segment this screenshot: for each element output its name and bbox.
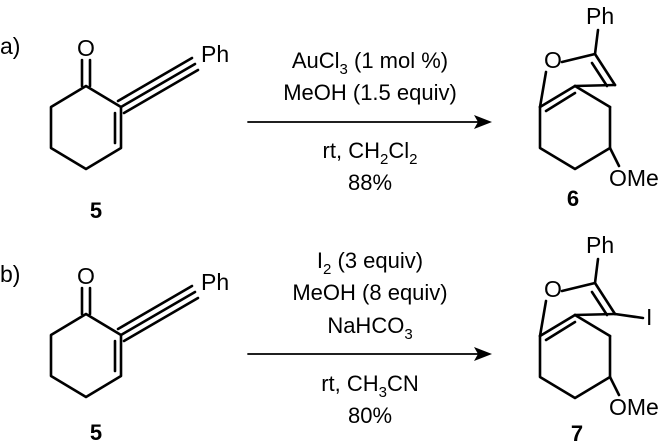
methoxy-bond bbox=[608, 375, 621, 397]
alkyne-phenyl-label: Ph bbox=[201, 41, 229, 67]
condition-solvent-temperature: rt, CH3​CN bbox=[321, 371, 419, 401]
alkyne-phenyl-label: Ph bbox=[201, 269, 229, 295]
condition-catalyst: AuCl3​ (1 mol %) bbox=[292, 48, 448, 78]
reactant-a: O Ph 5 bbox=[49, 35, 229, 223]
product-phenyl-label: Ph bbox=[586, 232, 614, 258]
panel-a-label: a) bbox=[0, 33, 20, 59]
tetrahydro-ring-bonds bbox=[538, 105, 612, 171]
condition-base: NaHCO3​ bbox=[327, 313, 412, 343]
condition-nucleophile: MeOH (1.5 equiv) bbox=[283, 80, 457, 105]
reactant-b: O Ph 5 bbox=[49, 263, 229, 445]
iodine-label: I bbox=[646, 304, 652, 330]
iodo-bond bbox=[613, 312, 645, 320]
bond-c3a-c4 bbox=[573, 313, 612, 338]
condition-yield: 88% bbox=[348, 170, 392, 195]
furan-double-bond-c2-c3 bbox=[593, 52, 617, 87]
furan-double-bond-c2-c3 bbox=[593, 281, 617, 316]
reaction-arrow-a bbox=[247, 115, 492, 129]
methoxy-label: OMe bbox=[609, 394, 659, 420]
furan-bond-c7a-o bbox=[538, 70, 548, 109]
condition-reagent: I2​ (3 equiv) bbox=[317, 248, 423, 278]
tetrahydro-ring-bonds bbox=[538, 334, 612, 400]
alkyne-triple-bond-2 bbox=[122, 68, 200, 115]
cyclohexenone-ring-bonds bbox=[49, 312, 123, 399]
compound-number-5: 5 bbox=[90, 198, 102, 223]
aryl-bond bbox=[593, 28, 600, 56]
furan-oxygen-label: O bbox=[544, 276, 562, 302]
reaction-arrow-b bbox=[247, 347, 492, 361]
furan-bond-c3-c3a bbox=[573, 312, 617, 317]
panel-a: a) O Ph 5 AuCl3​ (1 mol %) MeOH (1.5 equ… bbox=[0, 3, 659, 223]
product-b: O Ph I OMe 7 bbox=[538, 232, 659, 446]
condition-yield: 80% bbox=[348, 403, 392, 428]
condition-nucleophile: MeOH (8 equiv) bbox=[292, 280, 447, 305]
furan-double-bond-c2-c3-inner bbox=[590, 290, 609, 317]
methoxy-label: OMe bbox=[609, 165, 659, 191]
condition-solvent-temperature: rt, CH2​Cl2​ bbox=[323, 138, 418, 168]
bond-c3a-c4 bbox=[573, 84, 612, 109]
furan-bond-o-c2 bbox=[560, 281, 597, 293]
compound-number-6: 6 bbox=[567, 186, 579, 211]
furan-bond-o-c2 bbox=[560, 52, 597, 64]
carbonyl-oxygen-label: O bbox=[77, 35, 95, 61]
fused-double-bond-inner bbox=[544, 91, 577, 113]
carbonyl-oxygen-label: O bbox=[77, 263, 95, 289]
compound-number-7: 7 bbox=[571, 421, 583, 446]
alkyne-triple-bond-2 bbox=[122, 296, 200, 343]
aryl-bond bbox=[593, 257, 600, 285]
methoxy-bond bbox=[608, 146, 621, 168]
alkyne-triple-bond-3 bbox=[116, 284, 194, 331]
alkyne-triple-bond-1 bbox=[119, 62, 197, 109]
panel-b-label: b) bbox=[0, 261, 20, 287]
furan-double-bond-c2-c3-inner bbox=[590, 61, 609, 88]
cyclohexenone-ring-bonds bbox=[49, 84, 123, 171]
furan-bond-c7a-o bbox=[538, 299, 548, 338]
furan-bond-c3-c3a bbox=[573, 83, 617, 88]
compound-number-5: 5 bbox=[90, 420, 102, 445]
fused-double-bond-inner bbox=[544, 320, 577, 342]
alkyne-triple-bond-3 bbox=[116, 56, 194, 103]
fused-double-bond-outer bbox=[538, 84, 577, 109]
furan-oxygen-label: O bbox=[544, 47, 562, 73]
product-phenyl-label: Ph bbox=[586, 3, 614, 29]
product-a: O Ph OMe 6 bbox=[538, 3, 659, 211]
panel-b: b) O Ph 5 I2​ (3 equiv) MeOH (8 equiv) N… bbox=[0, 232, 659, 446]
alkyne-triple-bond-1 bbox=[119, 290, 197, 337]
fused-double-bond-outer bbox=[538, 313, 577, 338]
